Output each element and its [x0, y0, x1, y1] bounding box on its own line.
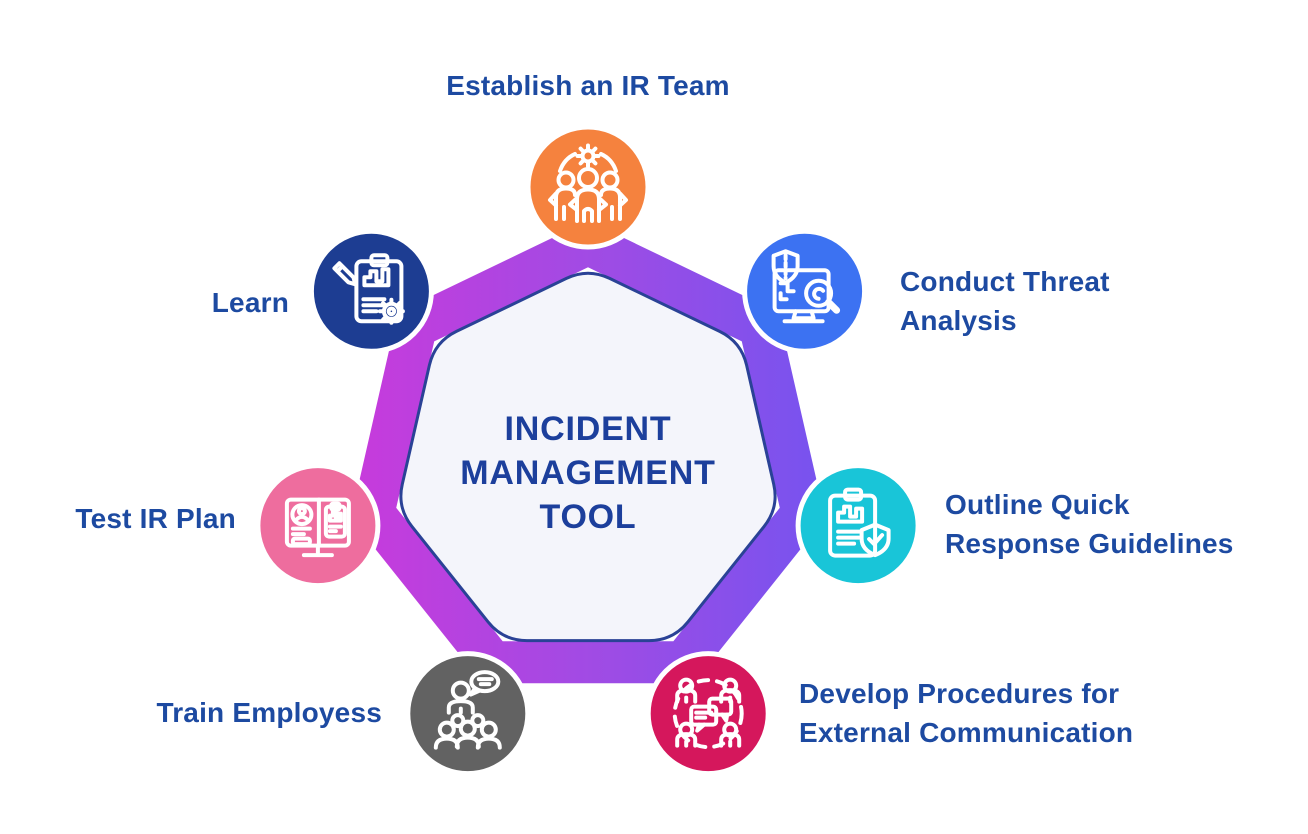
step-label-test-ir-plan: Test IR Plan: [75, 503, 236, 534]
step-node-establish-ir-team: [525, 124, 651, 250]
training-icon: [433, 670, 502, 750]
step-node-test-ir-plan: [255, 463, 381, 589]
step-node-conduct-threat-analysis: [742, 228, 868, 354]
test-plan-icon: [284, 497, 351, 558]
step-label-establish-ir-team: Establish an IR Team: [446, 70, 730, 101]
diagram-title: INCIDENT MANAGEMENT TOOL: [460, 410, 716, 536]
external-communication-icon: [672, 677, 744, 750]
step-label-learn: Learn: [211, 287, 289, 318]
step-circle: [795, 463, 921, 589]
step-node-learn: [308, 228, 434, 354]
step-node-train-employees: [405, 651, 531, 777]
response-guidelines-icon: [828, 487, 891, 558]
step-node-external-communication: [645, 651, 771, 777]
learn-icon: [332, 253, 405, 325]
step-node-outline-response-guidelines: [795, 463, 921, 589]
team-icon: [548, 143, 628, 223]
heptagon-ring: [352, 223, 824, 684]
step-label-train-employees: Train Employess: [156, 697, 382, 728]
step-label-external-communication: Develop Procedures for External Communic…: [799, 678, 1134, 748]
step-circle: [405, 651, 531, 777]
inner-heptagon: [399, 271, 777, 643]
step-circle: [308, 228, 434, 354]
threat-analysis-icon: [771, 249, 841, 324]
step-label-outline-response-guidelines: Outline Quick Response Guidelines: [945, 489, 1234, 559]
step-label-conduct-threat-analysis: Conduct Threat Analysis: [900, 266, 1110, 336]
